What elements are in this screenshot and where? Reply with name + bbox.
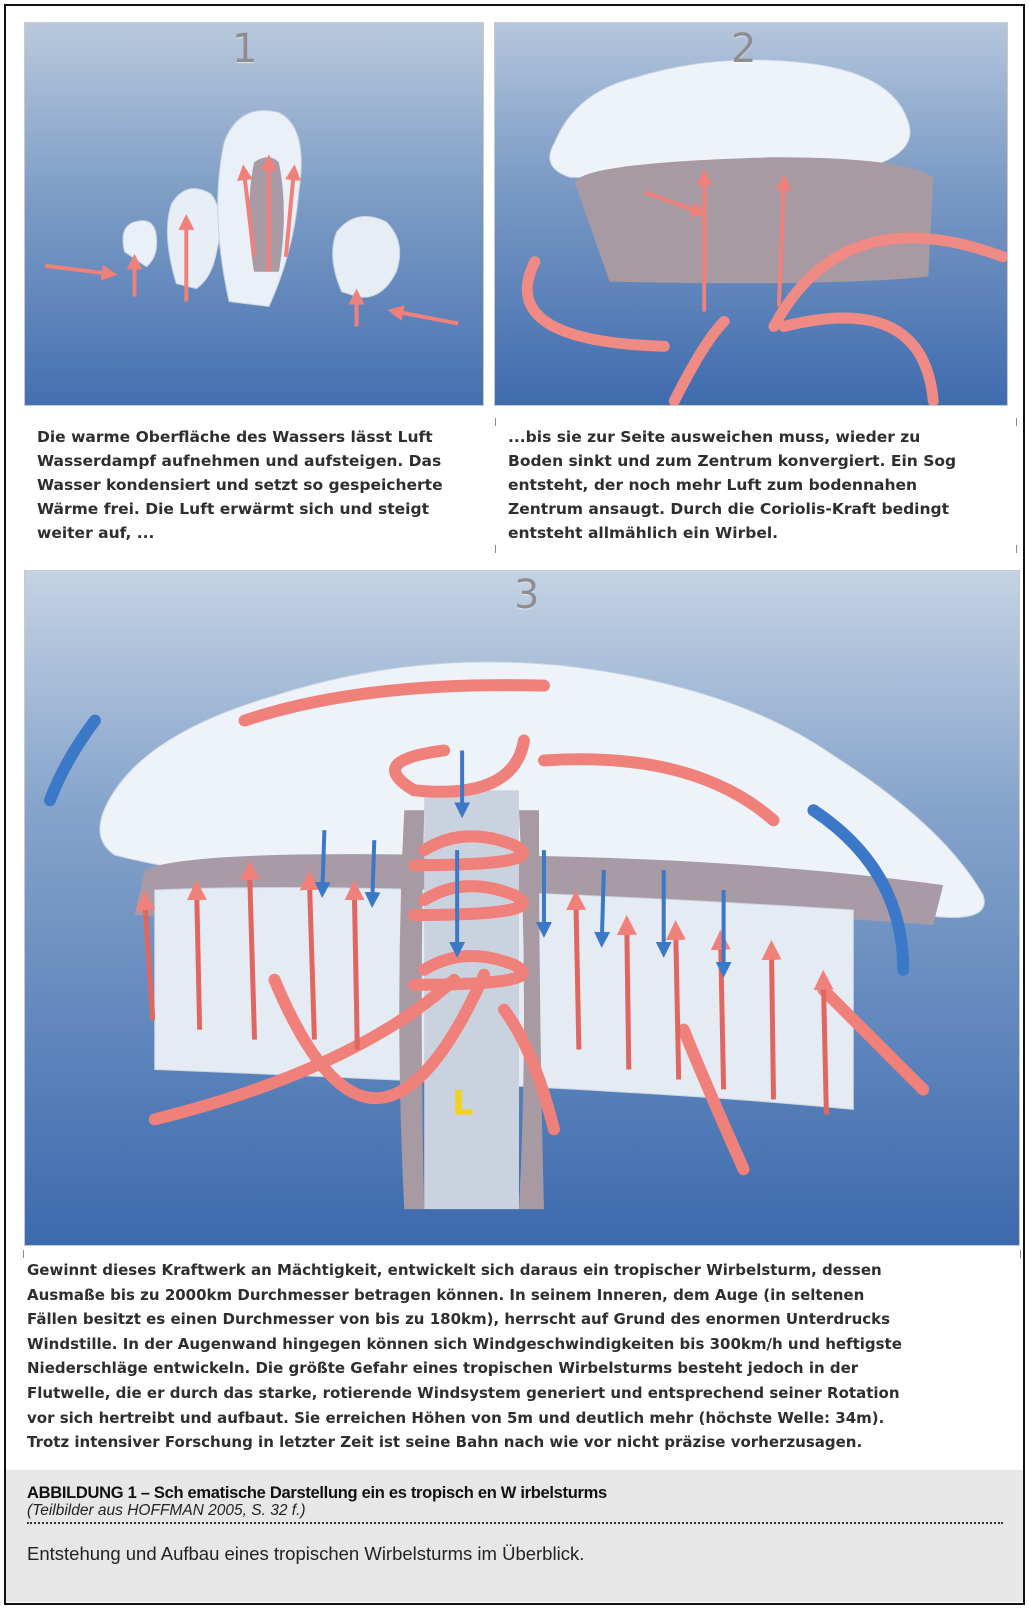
panel-2-number: 2 <box>731 26 756 72</box>
caption-divider <box>23 1250 24 1258</box>
low-pressure-label: L <box>452 1083 474 1122</box>
panel-3-caption: Gewinnt dieses Kraftwerk an Mächtigkeit,… <box>27 1258 1017 1455</box>
panel-3-number: 3 <box>514 572 539 618</box>
dotted-divider <box>27 1522 1003 1524</box>
caption-divider <box>1016 545 1017 553</box>
caption-divider <box>495 418 496 426</box>
panel-2-illustration <box>494 22 1008 406</box>
panel-1-caption: Die warme Oberfläche des Wassers lässt L… <box>37 425 487 545</box>
panel-3-illustration: L <box>24 570 1020 1246</box>
panel-1-number: 1 <box>232 26 257 72</box>
figure-source: (Teilbilder aus HOFFMAN 2005, S. 32 f.) <box>27 1502 306 1520</box>
caption-divider <box>495 545 496 553</box>
panel-2-caption: ...bis sie zur Seite ausweichen muss, wi… <box>508 425 1008 545</box>
figure-description: Entstehung und Aufbau eines tropischen W… <box>27 1543 584 1565</box>
figure-title: ABBILDUNG 1 – Sch ematische Darstellung … <box>27 1484 607 1503</box>
caption-divider <box>1020 1250 1021 1258</box>
panel-1-illustration <box>24 22 484 406</box>
caption-divider <box>1016 418 1017 426</box>
